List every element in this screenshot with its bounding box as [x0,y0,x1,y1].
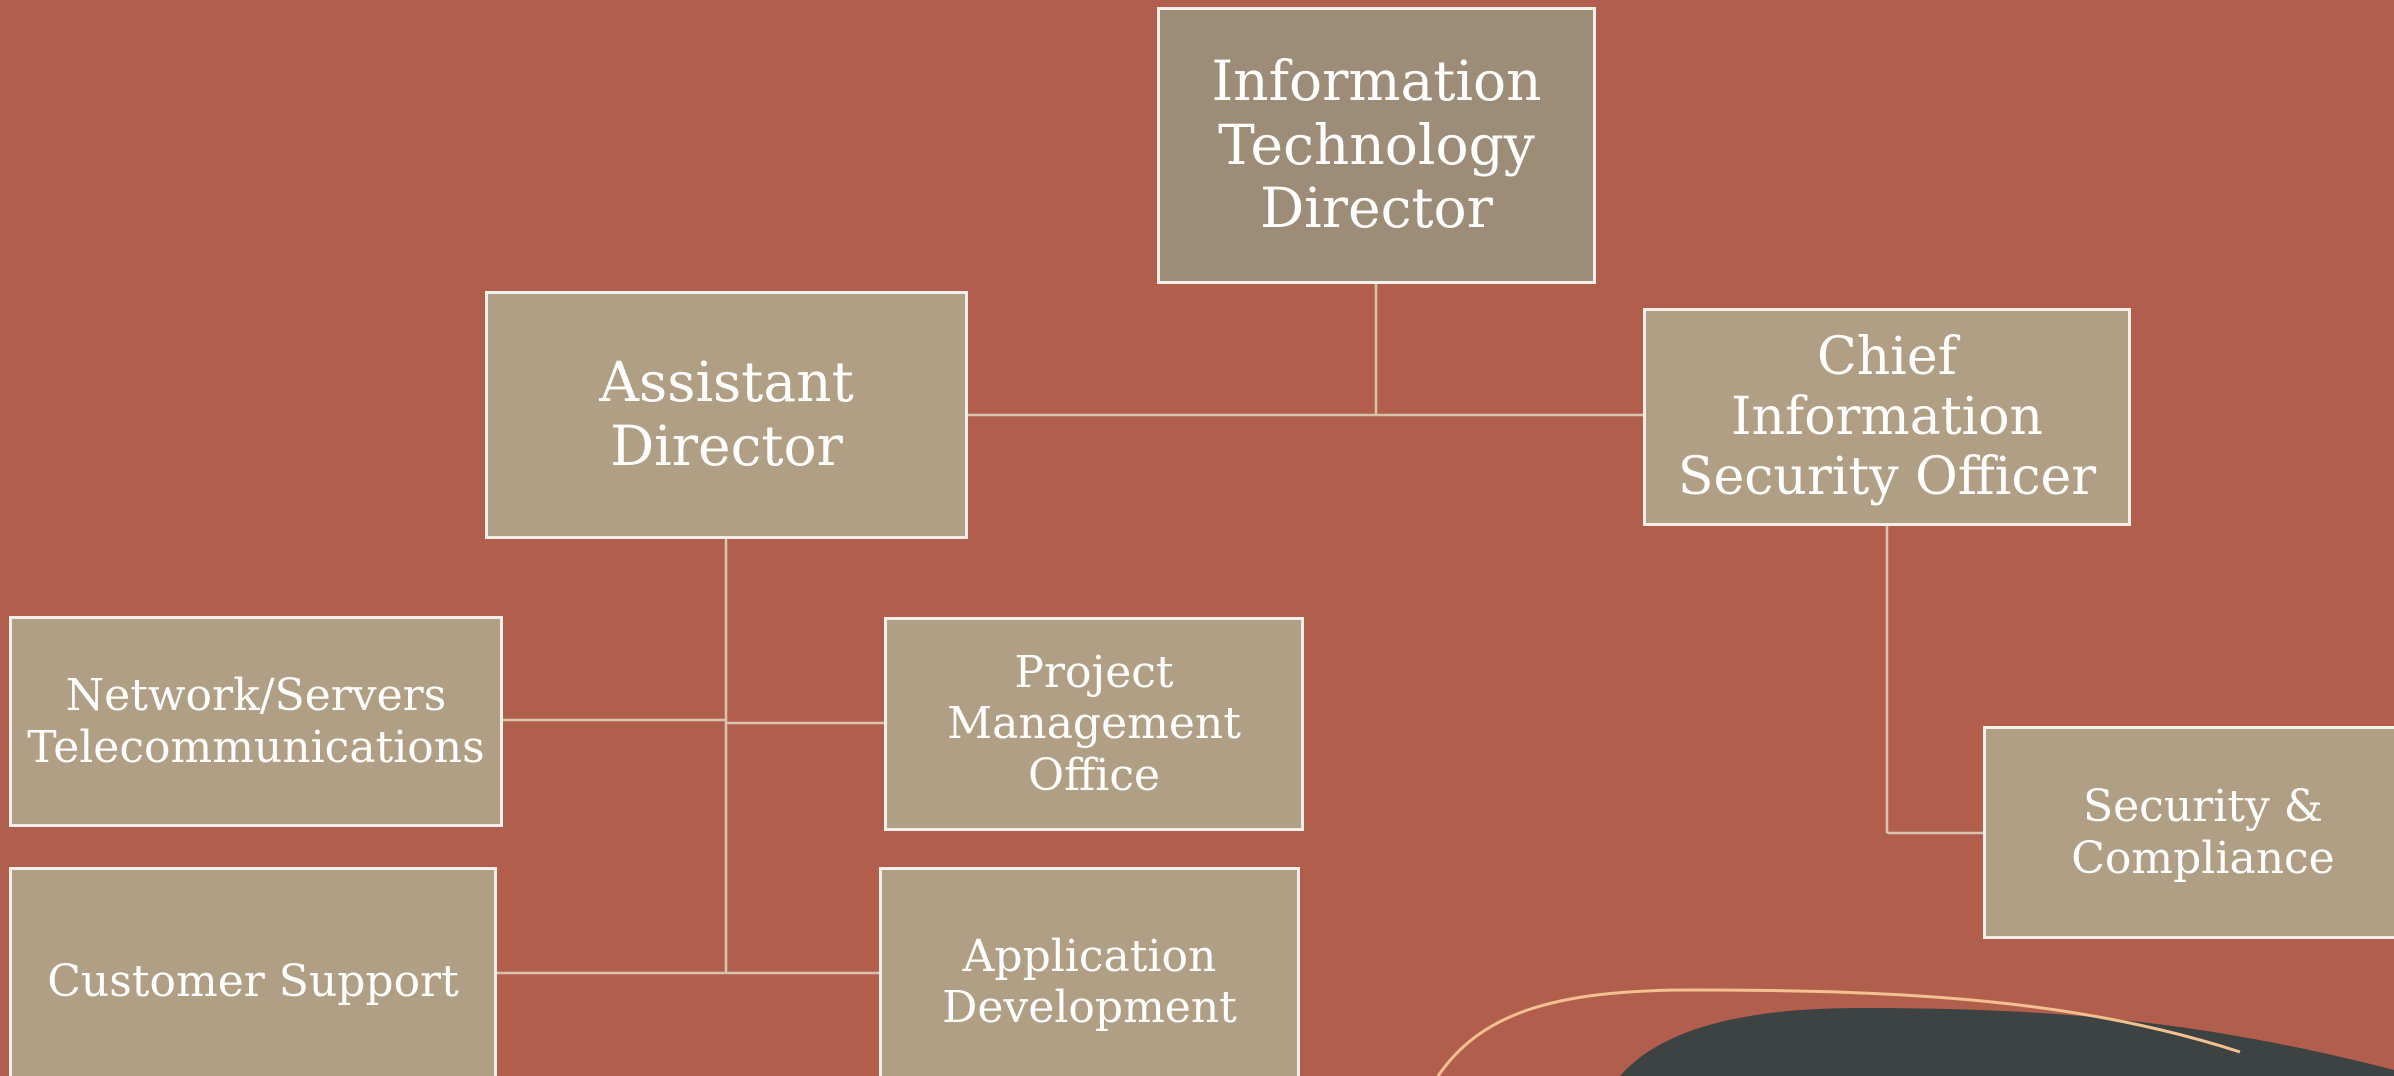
project-management-label: Project Management Office [947,647,1241,801]
dark-blob-shape [1620,1008,2394,1076]
ciso-box: Chief Information Security Officer [1643,308,2131,526]
application-development-label: Application Development [942,930,1237,1033]
security-compliance-label: Security & Compliance [2071,781,2335,884]
project-management-box: Project Management Office [884,617,1304,831]
customer-support-box: Customer Support [9,867,497,1076]
network-servers-box: Network/Servers Telecommunications [9,616,503,827]
accent-curve [1436,988,2241,1076]
application-development-box: Application Development [879,867,1300,1076]
director-box: Information Technology Director [1157,7,1596,284]
security-compliance-box: Security & Compliance [1983,726,2394,939]
director-label: Information Technology Director [1211,48,1542,241]
assistant-director-label: Assistant Director [599,350,854,478]
assistant-director-box: Assistant Director [485,291,968,539]
network-servers-label: Network/Servers Telecommunications [27,670,485,773]
ciso-label: Chief Information Security Officer [1677,326,2097,508]
customer-support-label: Customer Support [47,956,459,1008]
